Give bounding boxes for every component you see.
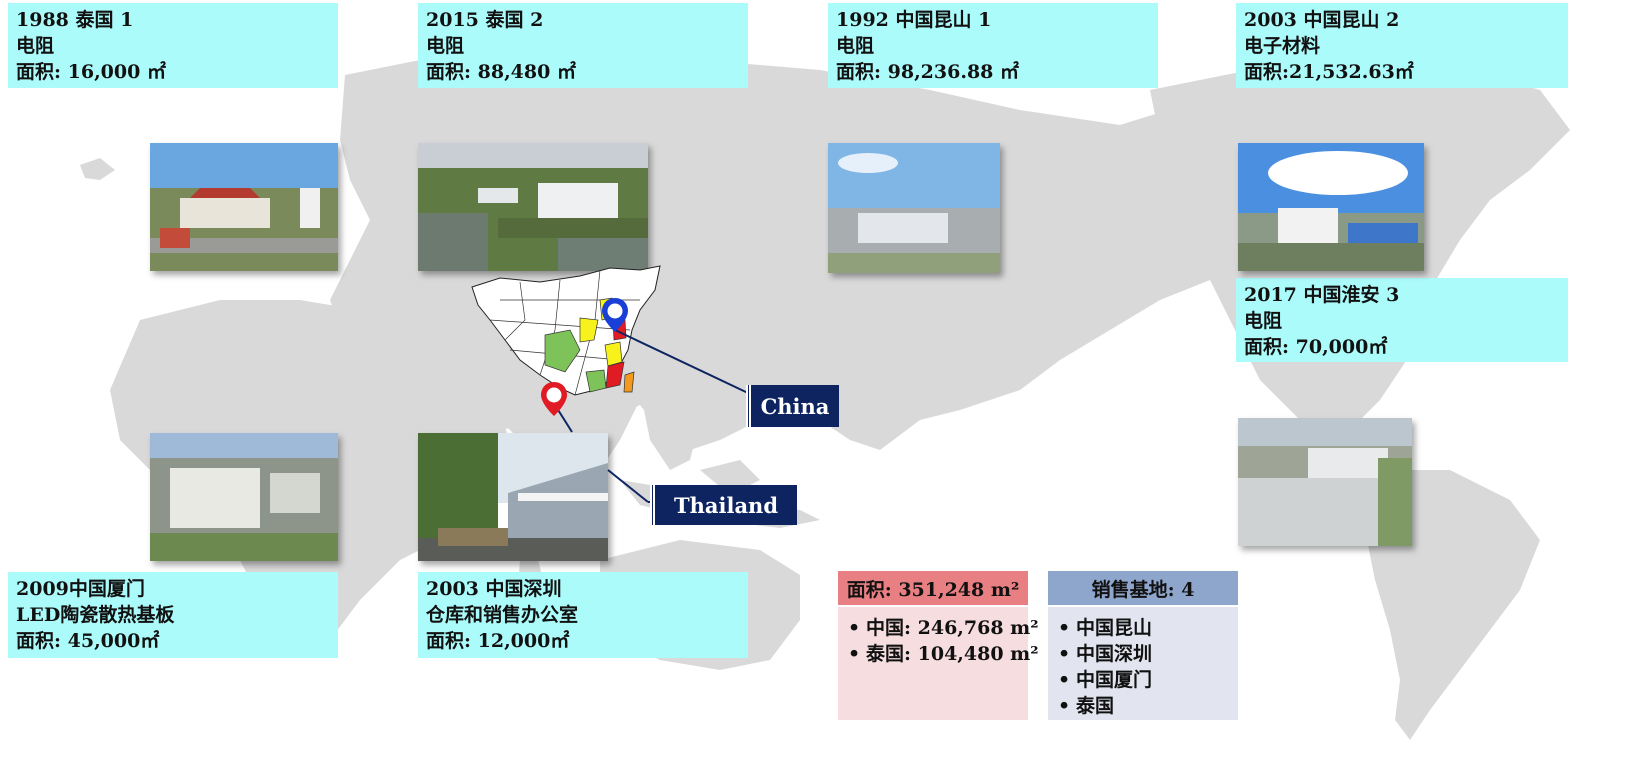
site-info-shenzhen: 2003 中国深圳 仓库和销售办公室 面积: 12,000㎡ [418,572,748,658]
location-pin-icon [602,298,628,332]
site-area: 面积: 16,000 ㎡ [16,61,166,83]
site-product: LED陶瓷散热基板 [16,604,175,626]
list-item: •中国昆山 [1058,617,1153,639]
site-year-place: 2015 泰国 2 [426,9,544,31]
photo-thailand-2 [418,143,648,271]
location-pin-icon [541,382,567,416]
site-product: 电子材料 [1244,35,1321,57]
photo-shenzhen [418,433,608,561]
list-item: •泰国 [1058,695,1115,717]
site-area: 面积: 98,236.88 ㎡ [836,61,1020,83]
site-area: 面积: 12,000㎡ [426,630,570,652]
site-info-huaian-3: 2017 中国淮安 3 电阻 面积: 70,000㎡ [1236,278,1568,362]
area-summary-title-text: 面积: 351,248 m² [846,578,1020,601]
site-year-place: 1992 中国昆山 1 [836,9,992,31]
site-area: 面积:21,532.63㎡ [1244,61,1414,83]
label-china: China [746,385,839,427]
site-year-place: 2017 中国淮安 3 [1244,284,1400,306]
site-area: 面积: 88,480 ㎡ [426,61,576,83]
site-year-place: 1988 泰国 1 [16,9,134,31]
area-summary-title: 面积: 351,248 m² [838,571,1028,605]
site-product: 电阻 [836,35,875,57]
site-year-place: 2003 中国昆山 2 [1244,9,1400,31]
list-item: •中国深圳 [1058,643,1153,665]
sales-bases-title-text: 销售基地: 4 [1091,578,1195,601]
site-info-thailand-2: 2015 泰国 2 电阻 面积: 88,480 ㎡ [418,3,748,88]
sales-bases-list: •中国昆山 •中国深圳 •中国厦门 •泰国 [1048,607,1238,720]
site-info-kunshan-2: 2003 中国昆山 2 电子材料 面积:21,532.63㎡ [1236,3,1568,88]
label-thailand-text: Thailand [673,492,778,518]
site-info-kunshan-1: 1992 中国昆山 1 电阻 面积: 98,236.88 ㎡ [828,3,1158,88]
site-year-place: 2003 中国深圳 [426,578,562,600]
label-china-text: China [760,393,830,419]
photo-xiamen [150,433,338,561]
site-area: 面积: 70,000㎡ [1244,336,1388,358]
area-summary-list: •中国: 246,768 m² •泰国: 104,480 m² [838,607,1039,720]
sales-bases-title: 销售基地: 4 [1048,571,1238,605]
site-product: 电阻 [426,35,465,57]
photo-kunshan-1 [828,143,1000,273]
photo-thailand-1 [150,143,338,271]
site-info-xiamen: 2009中国厦门 LED陶瓷散热基板 面积: 45,000㎡ [8,572,338,658]
site-area: 面积: 45,000㎡ [16,630,160,652]
label-thailand: Thailand [650,485,797,525]
list-item: •中国: 246,768 m² [848,617,1039,639]
photo-kunshan-2 [1238,143,1424,271]
photo-huaian [1238,418,1412,546]
site-year-place: 2009中国厦门 [16,578,145,600]
site-product: 仓库和销售办公室 [426,604,579,626]
site-info-thailand-1: 1988 泰国 1 电阻 面积: 16,000 ㎡ [8,3,338,88]
site-product: 电阻 [1244,310,1283,332]
site-product: 电阻 [16,35,55,57]
list-item: •中国厦门 [1058,669,1153,691]
list-item: •泰国: 104,480 m² [848,643,1039,665]
